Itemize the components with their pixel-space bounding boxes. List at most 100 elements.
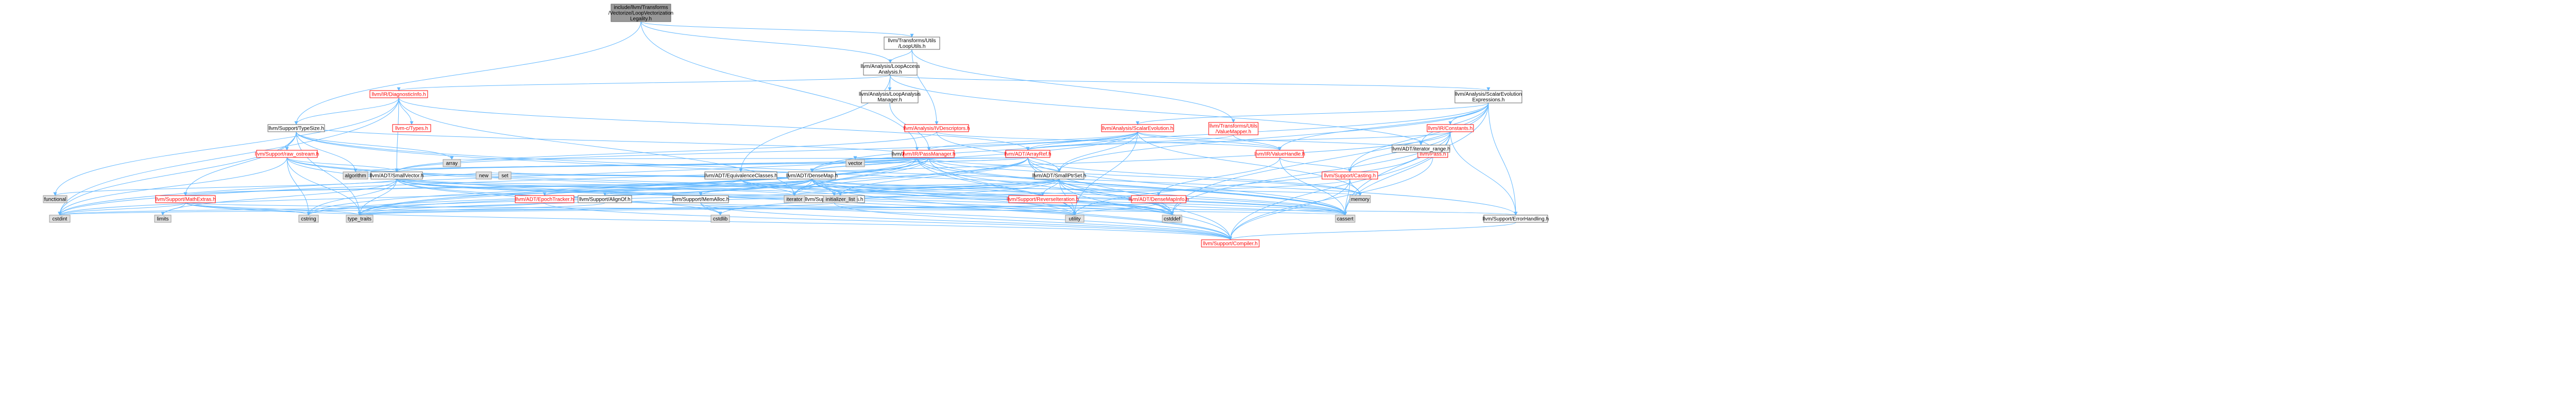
edge-analysis_scalarevolutionexpressions-to-cassert <box>1343 102 1489 216</box>
node-transforms_utils_looputils[interactable]: llvm/Transforms/Utils/LoopUtils.h <box>884 37 940 50</box>
node-adt_densemapinfo[interactable]: llvm/ADT/DenseMapInfo.h <box>1129 195 1189 203</box>
node-adt_epochtracker[interactable]: llvm/ADT/EpochTracker.h <box>515 195 574 203</box>
node-vector[interactable]: vector <box>845 159 865 167</box>
edge-ir_valuehandle-to-support_casting <box>1279 157 1352 172</box>
edge-ir_diagnosticinfo-to-cstdint <box>58 97 399 216</box>
node-functional[interactable]: functional <box>43 195 67 203</box>
edge-transforms_utils_looputils-to-transforms_utils_valuemapper <box>911 49 1235 123</box>
node-adt_arrayref[interactable]: llvm/ADT/ArrayRef.h <box>1004 150 1052 158</box>
node-support_raw_ostream[interactable]: llvm/Support/raw_ostream.h <box>255 150 319 158</box>
node-support_compiler[interactable]: llvm/Support/Compiler.h <box>1201 239 1260 248</box>
node-box <box>1131 195 1187 203</box>
node-root[interactable]: include/llvm/Transforms/Vectorize/LoopVe… <box>608 4 673 22</box>
edge-analysis_scalarevolution-to-adt_smallptrset <box>1057 131 1138 172</box>
node-adt_smallptrset[interactable]: llvm/ADT/SmallPtrSet.h <box>1032 171 1086 180</box>
edge-support_raw_ostream-to-adt_smallvector <box>286 157 399 172</box>
node-ir_constants[interactable]: llvm/IR/Constants.h <box>1427 124 1474 132</box>
node-box <box>578 195 632 203</box>
node-set[interactable]: set <box>498 171 512 180</box>
node-adt_iterator_range[interactable]: llvm/ADT/iterator_range.h <box>1392 145 1450 153</box>
node-label: Expressions.h <box>1472 97 1505 103</box>
node-box <box>1335 215 1355 223</box>
node-label: functional <box>44 197 66 203</box>
edge-analysis_scalarevolution-to-adt_arrayref <box>1026 131 1138 151</box>
node-adt_equivalenceclasses[interactable]: llvm/ADT/EquivalenceClasses.h <box>704 171 777 180</box>
edge-adt_densemap-to-cassert <box>811 179 1347 216</box>
node-box <box>710 215 730 223</box>
edge-support_memalloc-to-support_compiler <box>700 202 1232 240</box>
node-new[interactable]: new <box>476 171 492 180</box>
node-box <box>788 171 836 180</box>
node-adt_densemap[interactable]: llvm/ADT/DenseMap.h <box>786 171 838 180</box>
node-initializer_list[interactable]: initializer_list <box>823 195 858 203</box>
node-limits[interactable]: limits <box>154 215 172 223</box>
edge-support_raw_ostream-to-cstring <box>286 157 311 216</box>
node-cstdlib[interactable]: cstdlib <box>710 215 730 223</box>
node-adt_smallvector[interactable]: llvm/ADT/SmallVector.h <box>370 171 423 180</box>
edge-analysis_loopaccess-to-pass_h <box>890 75 1435 151</box>
node-label: /LoopUtils.h <box>899 44 926 49</box>
node-support_alignof[interactable]: llvm/Support/AlignOf.h <box>578 195 632 203</box>
node-support_errorhandling[interactable]: llvm/Support/ErrorHandling.h <box>1483 215 1549 223</box>
node-label: llvm/Support/ErrorHandling.h <box>1483 217 1549 222</box>
node-ir_valuehandle[interactable]: llvm/IR/ValueHandle.h <box>1255 150 1305 158</box>
edge-adt_smallvector-to-functional <box>53 179 397 196</box>
edge-adt_epochtracker-to-cstdint <box>58 202 545 216</box>
node-label: llvm/Support/raw_ostream.h <box>255 152 319 157</box>
node-box <box>443 159 461 167</box>
node-c_types[interactable]: llvm-c/Types.h <box>392 124 431 132</box>
node-analysis_scalarevolution[interactable]: llvm/Analysis/ScalarEvolution.h <box>1101 124 1174 132</box>
node-label: cassert <box>1337 217 1353 222</box>
node-cassert[interactable]: cassert <box>1335 215 1355 223</box>
edge-adt_smallptrset-to-adt_epochtracker <box>543 179 1060 196</box>
node-box <box>369 90 428 98</box>
edge-root-to-transforms_utils_looputils <box>640 21 914 38</box>
node-support_memalloc[interactable]: llvm/Support/MemAlloc.h <box>672 195 730 203</box>
node-transforms_utils_valuemapper[interactable]: llvm/Transforms/Utils/ValueMapper.h <box>1208 122 1259 135</box>
edge-adt_equivalenceclasses-to-cstdint <box>58 179 741 216</box>
edge-analysis_loopaccess-to-analysis_scalarevolutionexpressions <box>890 75 1490 91</box>
node-box <box>155 195 216 203</box>
node-type_traits[interactable]: type_traits <box>346 215 374 223</box>
edge-ir_diagnosticinfo-to-functional <box>53 97 399 196</box>
node-support_typesize[interactable]: llvm/Support/TypeSize.h <box>267 124 325 132</box>
edge-analysis_scalarevolutionexpressions-to-ir_valuehandle <box>1278 102 1489 151</box>
node-support_mathextras[interactable]: llvm/Support/MathExtras.h <box>155 195 216 203</box>
node-box <box>845 159 865 167</box>
node-cstddef[interactable]: cstddef <box>1162 215 1182 223</box>
node-algorithm[interactable]: algorithm <box>343 171 368 180</box>
node-box <box>343 171 368 180</box>
edge-adt_densemap-to-support_alignof <box>603 179 812 196</box>
node-label: llvm/Analysis/IVDescriptors.h <box>904 126 970 132</box>
node-label: initializer_list <box>826 197 855 203</box>
node-label: llvm/ADT/SmallVector.h <box>370 173 423 179</box>
node-support_casting[interactable]: llvm/Support/Casting.h <box>1321 171 1378 180</box>
node-ir_diagnosticinfo[interactable]: llvm/IR/DiagnosticInfo.h <box>369 90 428 98</box>
node-iterator[interactable]: iterator <box>784 195 805 203</box>
node-label: Legality.h <box>630 16 652 22</box>
edge-adt_equivalenceclasses-to-cstddef <box>740 179 1174 216</box>
node-box <box>611 4 671 22</box>
node-array[interactable]: array <box>443 159 461 167</box>
node-box <box>476 171 492 180</box>
node-memory[interactable]: memory <box>1349 195 1371 203</box>
edge-adt_arrayref-to-algorithm <box>354 157 1028 172</box>
edge-analysis_scalarevolutionexpressions-to-support_errorhandling <box>1488 102 1518 216</box>
edge-transforms_utils_looputils-to-analysis_loopaccess <box>888 49 912 63</box>
edge-adt_smallptrset-to-iterator <box>792 179 1060 196</box>
node-analysis_scalarevolutionexpressions[interactable]: llvm/Analysis/ScalarEvolutionExpressions… <box>1454 90 1522 103</box>
node-cstdint[interactable]: cstdint <box>49 215 71 223</box>
node-cstring[interactable]: cstring <box>298 215 319 223</box>
node-utility[interactable]: utility <box>1065 215 1084 223</box>
node-box <box>1256 150 1304 158</box>
node-support_reverseiteration[interactable]: llvm/Support/ReverseIteration.h <box>1007 195 1079 203</box>
edge-support_raw_ostream-to-cassert <box>286 157 1347 216</box>
node-label: set <box>501 173 509 179</box>
node-analysis_ivdescriptors[interactable]: llvm/Analysis/IVDescriptors.h <box>904 124 970 132</box>
edge-analysis_scalarevolution-to-ir_passmanager <box>927 131 1138 151</box>
node-ir_passmanager[interactable]: llvm/IR/PassManager.h <box>903 150 956 158</box>
node-box <box>1162 215 1182 223</box>
